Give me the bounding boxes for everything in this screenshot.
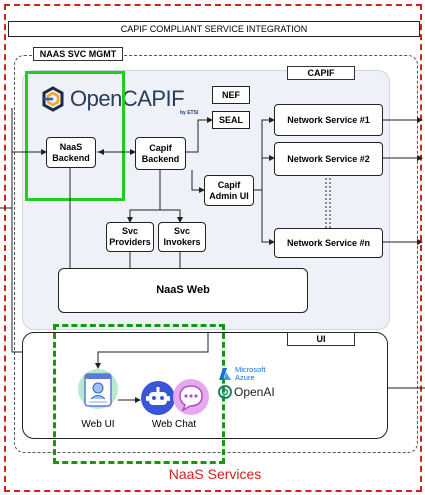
openai-label: OpenAI bbox=[234, 385, 275, 399]
network-service-n-label: Network Service #n bbox=[286, 237, 371, 248]
nef-box: NEF bbox=[212, 86, 250, 104]
azure-graphic bbox=[219, 368, 231, 380]
ui-title: UI bbox=[287, 332, 355, 346]
svc-invokers-label: Svc Invokers bbox=[163, 226, 201, 247]
opencapif-logo-icon bbox=[42, 86, 64, 112]
capif-title-text: CAPIF bbox=[307, 68, 335, 78]
azure-icon bbox=[218, 367, 232, 381]
network-service-2-box: Network Service #2 bbox=[274, 142, 383, 176]
web-ui-label: Web UI bbox=[81, 419, 115, 430]
opencapif-logo-sub: by ETSI bbox=[180, 110, 199, 116]
chatbot-icon bbox=[140, 380, 176, 416]
network-service-2-label: Network Service #2 bbox=[287, 153, 370, 164]
openai-icon bbox=[218, 385, 232, 399]
azure-line1: Microsoft bbox=[235, 365, 266, 374]
capif-backend-box: Capif Backend bbox=[135, 137, 186, 170]
naas-services-label: NaaS Services bbox=[168, 466, 262, 482]
naas-mgmt-title: NAAS SVC MGMT bbox=[33, 47, 123, 61]
naas-web-box: NaaS Web bbox=[58, 268, 308, 313]
naas-backend-highlight bbox=[25, 71, 125, 201]
opencapif-logo: OpenCAPIF by ETSI bbox=[40, 84, 198, 118]
network-service-1-box: Network Service #1 bbox=[274, 104, 383, 136]
chatbot-graphic bbox=[141, 381, 175, 415]
outer-title-text: CAPIF COMPLIANT SERVICE INTEGRATION bbox=[120, 24, 308, 34]
chat-bubble-graphic bbox=[173, 379, 209, 415]
nef-label: NEF bbox=[222, 89, 240, 100]
naas-mgmt-container bbox=[14, 55, 418, 453]
svc-providers-label: Svc Providers bbox=[109, 226, 151, 247]
capif-backend-label: Capif Backend bbox=[141, 142, 180, 164]
naas-backend-label: NaaS Backend bbox=[52, 141, 90, 163]
svc-invokers-box: Svc Invokers bbox=[158, 222, 206, 252]
naas-web-label: NaaS Web bbox=[156, 284, 210, 296]
svc-providers-box: Svc Providers bbox=[106, 222, 154, 252]
capif-admin-ui-box: Capif Admin UI bbox=[204, 175, 254, 206]
capif-admin-ui-label: Capif Admin UI bbox=[209, 179, 249, 201]
ui-container bbox=[22, 332, 388, 439]
capif-title: CAPIF bbox=[287, 66, 355, 80]
naas-mgmt-title-text: NAAS SVC MGMT bbox=[39, 49, 117, 59]
seal-box: SEAL bbox=[212, 111, 250, 129]
network-service-n-box: Network Service #n bbox=[274, 228, 383, 258]
seal-label: SEAL bbox=[218, 114, 243, 125]
chat-bubble-icon bbox=[172, 378, 210, 416]
outer-title: CAPIF COMPLIANT SERVICE INTEGRATION bbox=[8, 21, 420, 37]
ui-title-text: UI bbox=[316, 334, 326, 344]
naas-backend-box: NaaS Backend bbox=[46, 137, 96, 168]
outer-container bbox=[4, 4, 422, 492]
network-service-1-label: Network Service #1 bbox=[287, 114, 370, 125]
azure-line2: Azure bbox=[235, 373, 255, 382]
web-ui-icon bbox=[77, 368, 119, 410]
azure-label: Microsoft Azure bbox=[235, 366, 265, 382]
opencapif-logo-text: OpenCAPIF bbox=[70, 86, 185, 111]
openai-graphic bbox=[218, 385, 232, 399]
web-chat-label: Web Chat bbox=[151, 419, 197, 430]
web-ui-graphic bbox=[78, 369, 118, 409]
